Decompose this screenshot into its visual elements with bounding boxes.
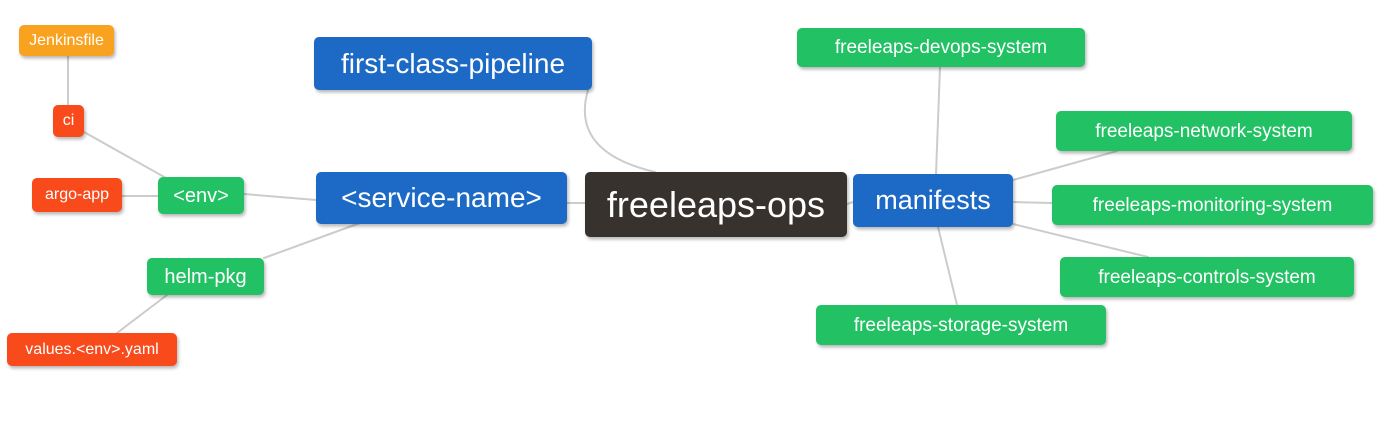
- node-label: freeleaps-network-system: [1095, 120, 1313, 142]
- node-label: freeleaps-devops-system: [834, 37, 1048, 58]
- node-ci[interactable]: ci: [53, 105, 84, 137]
- edge-manifests-to-controls-system: [1012, 223, 1149, 258]
- node-label: freeleaps-controls-system: [1098, 266, 1316, 288]
- node-controls-system[interactable]: freeleaps-controls-system: [1060, 257, 1354, 297]
- edge-manifests-to-devops-system: [935, 66, 941, 175]
- node-label: first-class-pipeline: [340, 47, 566, 79]
- edge-freeleaps-ops-to-manifests: [846, 201, 854, 205]
- node-label: values.<env>.yaml: [25, 340, 159, 358]
- node-manifests[interactable]: manifests: [853, 174, 1013, 227]
- node-first-class-pipeline[interactable]: first-class-pipeline: [314, 37, 592, 90]
- edge-first-class-pipeline-to-freeleaps-ops: [583, 89, 656, 173]
- node-values-env-yaml[interactable]: values.<env>.yaml: [7, 333, 177, 366]
- edge-manifests-to-network-system: [1012, 150, 1118, 181]
- node-label: argo-app: [44, 186, 110, 203]
- node-argo-app[interactable]: argo-app: [32, 178, 122, 212]
- node-label: freeleaps-storage-system: [853, 314, 1069, 336]
- node-monitoring-system[interactable]: freeleaps-monitoring-system: [1052, 185, 1373, 225]
- node-label: <env>: [173, 184, 229, 207]
- edge-helm-pkg-to-values-env-yaml: [116, 294, 168, 334]
- node-freeleaps-ops[interactable]: freeleaps-ops: [585, 172, 847, 237]
- node-label: freeleaps-monitoring-system: [1092, 194, 1333, 216]
- edge-manifests-to-monitoring-system: [1012, 201, 1053, 204]
- node-label: ci: [62, 112, 75, 129]
- node-service-name[interactable]: <service-name>: [316, 172, 567, 224]
- edge-service-name-to-helm-pkg: [263, 222, 361, 259]
- node-label: freeleaps-ops: [606, 183, 826, 225]
- node-devops-system[interactable]: freeleaps-devops-system: [797, 28, 1085, 67]
- node-label: helm-pkg: [164, 265, 247, 288]
- node-storage-system[interactable]: freeleaps-storage-system: [816, 305, 1106, 345]
- node-env[interactable]: <env>: [158, 177, 244, 214]
- edge-manifests-to-storage-system: [937, 226, 958, 306]
- node-helm-pkg[interactable]: helm-pkg: [147, 258, 264, 295]
- edge-env-to-service-name: [243, 193, 317, 201]
- node-label: Jenkinsfile: [29, 31, 104, 49]
- node-label: manifests: [875, 185, 991, 215]
- node-network-system[interactable]: freeleaps-network-system: [1056, 111, 1352, 151]
- edge-ci-to-env: [83, 131, 167, 179]
- node-label: <service-name>: [341, 182, 542, 213]
- node-jenkinsfile[interactable]: Jenkinsfile: [19, 25, 114, 56]
